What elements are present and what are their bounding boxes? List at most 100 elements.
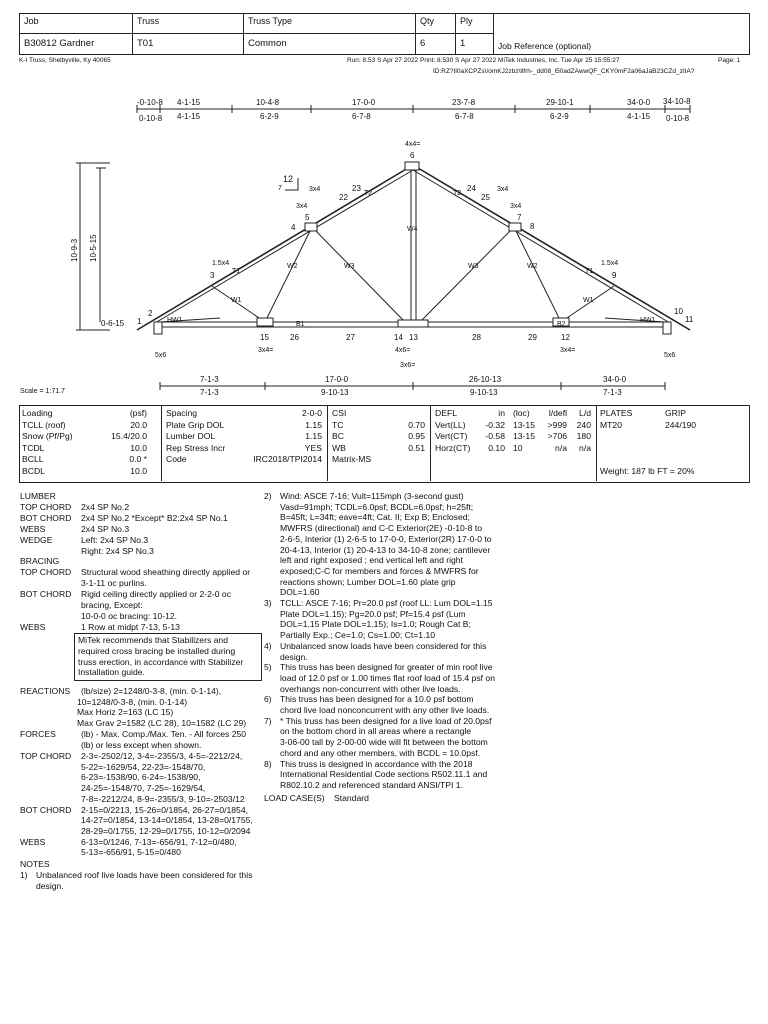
ply-value: 1	[460, 38, 466, 49]
left-section-text: 14-27=0/1854, 13-14=0/1854, 13-28=0/1755…	[81, 815, 253, 825]
dim-top-lower-4: 6-7-8	[455, 112, 474, 121]
scale-label: Scale = 1:71.7	[20, 388, 65, 395]
dim-bot-upper-2: 26-10-13	[469, 375, 502, 384]
loading-cell: 15.4/20.0	[111, 431, 147, 442]
note-text: This truss has been designed for greater…	[280, 662, 493, 673]
job-value: B30812 Gardner	[24, 38, 95, 49]
dim-bot-upper-3: 34-0-0	[603, 375, 627, 384]
left-section-text: (lb) - Max. Comp./Max. Ten. - All forces…	[81, 729, 247, 739]
note-number: 5)	[264, 662, 272, 673]
joint-8: 8	[530, 222, 535, 231]
joint-14: 14	[394, 333, 403, 342]
note-text: Wind: ASCE 7-16; Vult=115mph (3-second g…	[280, 491, 464, 501]
joint-26: 26	[290, 333, 299, 342]
plate-label-9: 1.5x4	[601, 260, 618, 267]
plate-label-10: 5x6	[664, 352, 675, 359]
loading-cell: in	[498, 408, 505, 418]
plate-label-6: 4x4=	[405, 141, 420, 148]
left-section-text: 5-22=-1629/54, 22-23=-1548/70,	[81, 762, 206, 772]
loading-cell: BC	[332, 431, 344, 442]
dim-bot-upper-0: 7-1-3	[200, 375, 219, 384]
load-case-label: LOAD CASE(S)	[264, 792, 325, 803]
left-section-text: 6-13=0/1246, 7-13=-656/91, 7-12=0/480,	[81, 837, 237, 847]
qty-value: 6	[420, 38, 426, 49]
left-section-text: 10=1248/0-3-8, (min. 0-1-14)	[77, 697, 188, 707]
qty-cell: Qty 6	[416, 14, 456, 54]
note-text: International Residential Code sections …	[280, 769, 488, 780]
left-section-label: WEBS	[20, 621, 46, 632]
joint-25: 25	[481, 193, 490, 202]
note-number: 2)	[264, 491, 272, 501]
plate-label-5b: 3x4	[296, 203, 307, 210]
plate-label-1: 5x6	[155, 352, 166, 359]
dim-bot-lower-1: 9-10-13	[321, 388, 349, 397]
left-section-text: Max Grav 2=1582 (LC 28), 10=1582 (LC 29)	[77, 718, 247, 728]
loading-cell: Vert(LL)	[435, 419, 466, 430]
joint-24: 24	[467, 184, 476, 193]
left-section-text: 2x4 SP No.2 *Except* B2:2x4 SP No.1	[81, 512, 228, 523]
joint-27: 27	[346, 333, 355, 342]
left-section-text: 2x4 SP No.2	[81, 501, 130, 512]
truss-drawing: -0-10-8 4-1-15 10-4-8 17-0-0 23-7-8 29-1…	[20, 97, 694, 397]
qty-label: Qty	[420, 16, 435, 26]
loading-cell: Plate Grip DOL	[166, 419, 225, 430]
left-section-text: Max Horiz 2=163 (LC 15)	[77, 707, 174, 717]
note-text: 2-6-5, Interior (1) 2-6-5 to 17-0-0, Ext…	[280, 533, 492, 544]
dim-top-upper-5: 29-10-1	[546, 98, 574, 107]
note-text: Vasd=91mph; TCDL=6.0psf; BCDL=6.0psf; h=…	[280, 501, 474, 512]
note-text: 3-06-00 tall by 2-00-00 wide will fit be…	[280, 737, 488, 748]
dim-top-lower-6: 4-1-15	[627, 112, 651, 121]
plate-label-7: 3x4	[497, 186, 508, 193]
note-text: Partially Exp.; Ce=1.0; Cs=1.00; Ct=1.10	[280, 630, 436, 641]
member-w2-left: W2	[287, 263, 298, 270]
note-text: on the bottom chord in all areas where a…	[280, 726, 472, 737]
height-dim-0: 10-9-3	[70, 238, 79, 262]
note-text: Plate DOL=1.15); Pg=20.0 psf; Pf=15.4 ps…	[280, 608, 466, 619]
member-w1-right: W1	[583, 297, 594, 304]
loading-cell: Code	[166, 454, 187, 465]
note-text: load of 12.0 psf or 1.00 times flat roof…	[280, 672, 495, 683]
left-section-text: (lb) or less except when shown.	[81, 740, 202, 750]
left-section-text: 5-13=-656/91, 5-15=0/480	[81, 847, 181, 857]
joint-1: 1	[137, 317, 142, 326]
note-number: 8)	[264, 758, 272, 769]
joint-11: 11	[685, 315, 694, 324]
left-section-label: BOT CHORD	[20, 512, 72, 523]
truss-type-value: Common	[248, 38, 287, 49]
loading-cell: Lumber DOL	[166, 431, 216, 442]
joint-5: 5	[305, 213, 310, 222]
joint-2: 2	[148, 309, 153, 318]
dim-top-lower-3: 6-7-8	[352, 112, 371, 121]
loading-cell: BCLL	[22, 454, 44, 465]
loading-cell: Horz(CT)	[435, 442, 471, 453]
loading-cell: 0.95	[408, 431, 425, 442]
left-section-text: 1 Row at midpt 7-13, 5-13	[81, 621, 180, 632]
loading-cell: 244/190	[665, 419, 697, 430]
dim-top-lower-5: 6-2-9	[550, 112, 569, 121]
mitek-note-box	[74, 633, 262, 681]
pitch-run: 7	[278, 185, 282, 192]
left-section-label: TOP CHORD	[20, 567, 72, 578]
joint-6: 6	[410, 151, 415, 160]
joint-9: 9	[612, 271, 617, 280]
loading-cell: 13-15	[513, 431, 535, 442]
left-section-label: REACTIONS	[20, 686, 71, 696]
member-t1-left: T1	[232, 268, 240, 275]
load-case-value: Standard	[334, 792, 369, 803]
truss-type-cell: Truss Type Common	[244, 14, 416, 54]
left-section-text: 3-1-11 oc purlins.	[81, 578, 147, 589]
member-t1-right: T1	[585, 268, 593, 275]
loading-cell: Rep Stress Incr	[166, 442, 226, 453]
ply-cell: Ply 1	[456, 14, 494, 54]
dim-bot-lower-2: 9-10-13	[470, 388, 498, 397]
note-text: TCLL: ASCE 7-16; Pr=20.0 psf (roof LL: L…	[280, 598, 493, 608]
plate-label-3: 1.5x4	[212, 260, 229, 267]
loading-cell: 240	[576, 419, 591, 430]
plate-label-13b: 3x6=	[400, 362, 415, 369]
page-number: Page: 1	[718, 57, 741, 64]
loading-cell: -0.58	[485, 431, 505, 442]
loading-cell: CSI	[332, 408, 347, 418]
loading-cell: n/a	[579, 442, 591, 453]
left-section-text: design.	[36, 881, 64, 891]
loading-cell: BCDL	[22, 466, 45, 476]
